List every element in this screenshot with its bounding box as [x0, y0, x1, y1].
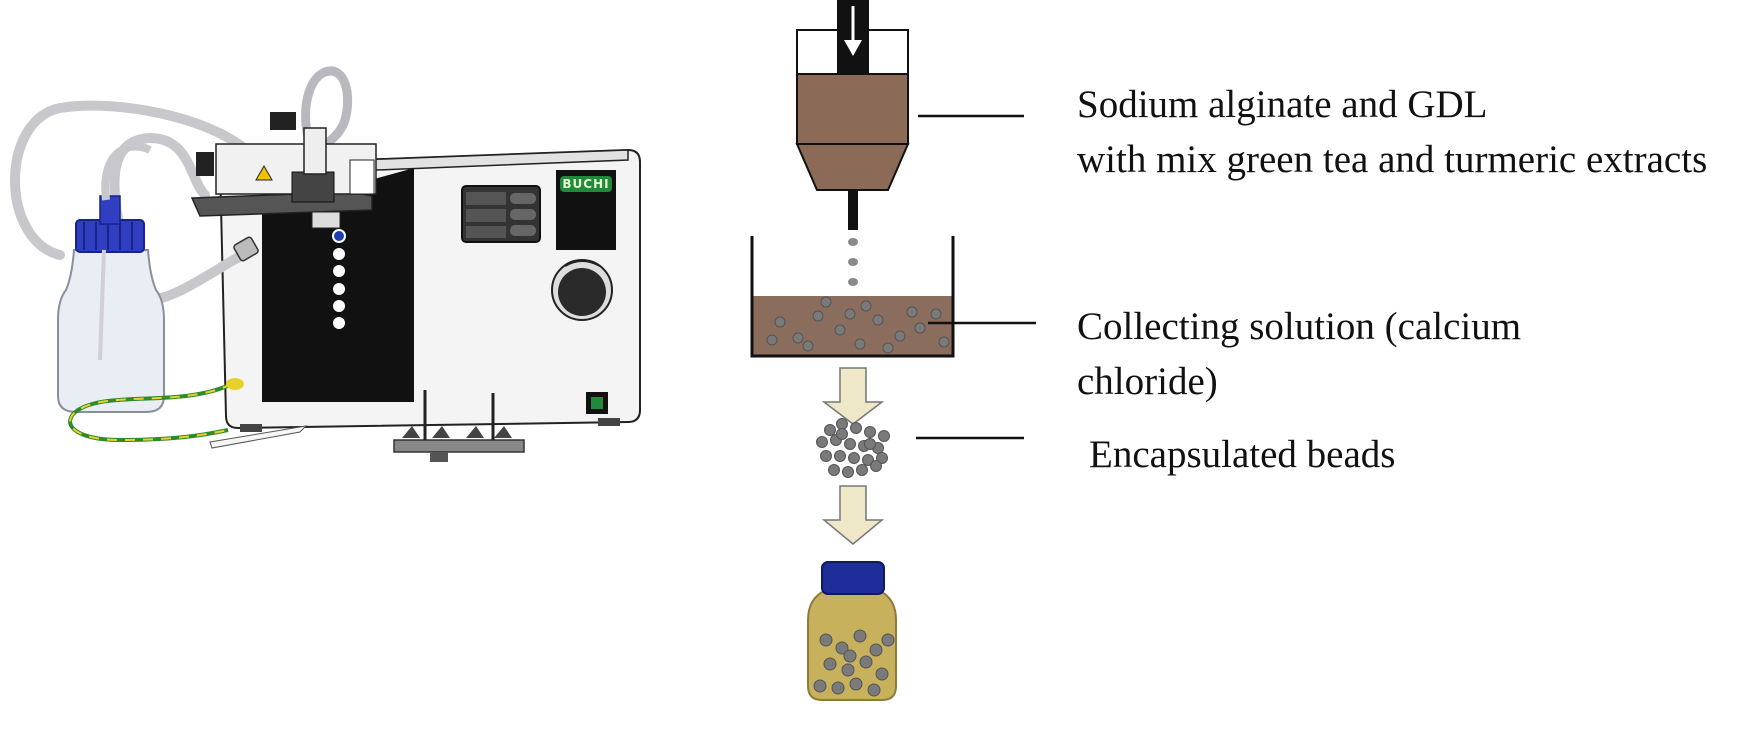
bead: [828, 464, 840, 476]
bead: [836, 418, 848, 430]
bead: [844, 308, 856, 320]
bead: [823, 657, 837, 671]
down-arrow-icon: [821, 367, 885, 425]
nozzle-icon: [795, 0, 910, 230]
label-collecting-line-1: Collecting solution (calcium: [1077, 305, 1522, 348]
bead: [843, 649, 857, 663]
bead: [842, 466, 854, 478]
bead: [850, 422, 862, 434]
bead: [856, 464, 868, 476]
warning-icon: [255, 164, 273, 181]
alginate-reservoir: [796, 73, 909, 145]
bead: [819, 633, 833, 647]
label-alginate-line-2: with mix green tea and turmeric extracts: [1077, 138, 1708, 181]
bead: [864, 438, 876, 450]
bead: [930, 308, 942, 320]
label-collecting-solution: Collecting solution (calcium chloride): [1077, 299, 1521, 409]
bead: [792, 332, 804, 344]
bead: [862, 454, 874, 466]
bead: [802, 340, 814, 352]
bead: [834, 450, 846, 462]
encapsulated-beads-cluster: [816, 418, 890, 478]
jar-cap: [821, 561, 885, 595]
bead: [813, 679, 827, 693]
bead: [820, 450, 832, 462]
bead: [867, 683, 881, 697]
bead: [835, 641, 849, 655]
bead: [812, 310, 824, 322]
feed-bottle: [57, 142, 165, 413]
bead: [834, 324, 846, 336]
bottle-cap: [75, 219, 145, 253]
bead: [881, 633, 895, 647]
label-collecting-line-2: chloride): [1077, 360, 1218, 403]
bead: [859, 655, 873, 669]
bead: [864, 426, 876, 438]
bead: [831, 681, 845, 695]
bead: [849, 677, 863, 691]
bead: [878, 430, 890, 442]
bead: [869, 643, 883, 657]
bead: [876, 452, 888, 464]
bead: [774, 316, 786, 328]
label-alginate-line-1: Sodium alginate and GDL: [1077, 83, 1488, 126]
bead: [914, 322, 926, 334]
bead: [906, 306, 918, 318]
bead: [894, 330, 906, 342]
bead: [848, 452, 860, 464]
encapsulator-device: BUCHI: [10, 66, 641, 462]
bead: [820, 296, 832, 308]
bead: [938, 336, 950, 348]
process-schematic: [750, 0, 1036, 701]
bead: [824, 424, 836, 436]
bead: [872, 314, 884, 326]
bead: [816, 436, 828, 448]
brand-label: BUCHI: [562, 177, 609, 191]
bead: [854, 338, 866, 350]
bead: [836, 428, 848, 440]
bead: [860, 300, 872, 312]
bead: [853, 629, 867, 643]
bead: [882, 342, 894, 354]
bead: [844, 438, 856, 450]
storage-jar: [807, 561, 897, 701]
level-indicator-dots: [332, 229, 346, 329]
bead: [841, 663, 855, 677]
down-arrow-icon: [821, 485, 885, 545]
bead: [870, 460, 882, 472]
collecting-beaker: [750, 236, 955, 358]
label-encapsulated-beads: Encapsulated beads: [1089, 433, 1396, 476]
label-alginate: Sodium alginate and GDL with mix green t…: [1077, 77, 1707, 187]
bead: [766, 334, 778, 346]
bead: [875, 667, 889, 681]
